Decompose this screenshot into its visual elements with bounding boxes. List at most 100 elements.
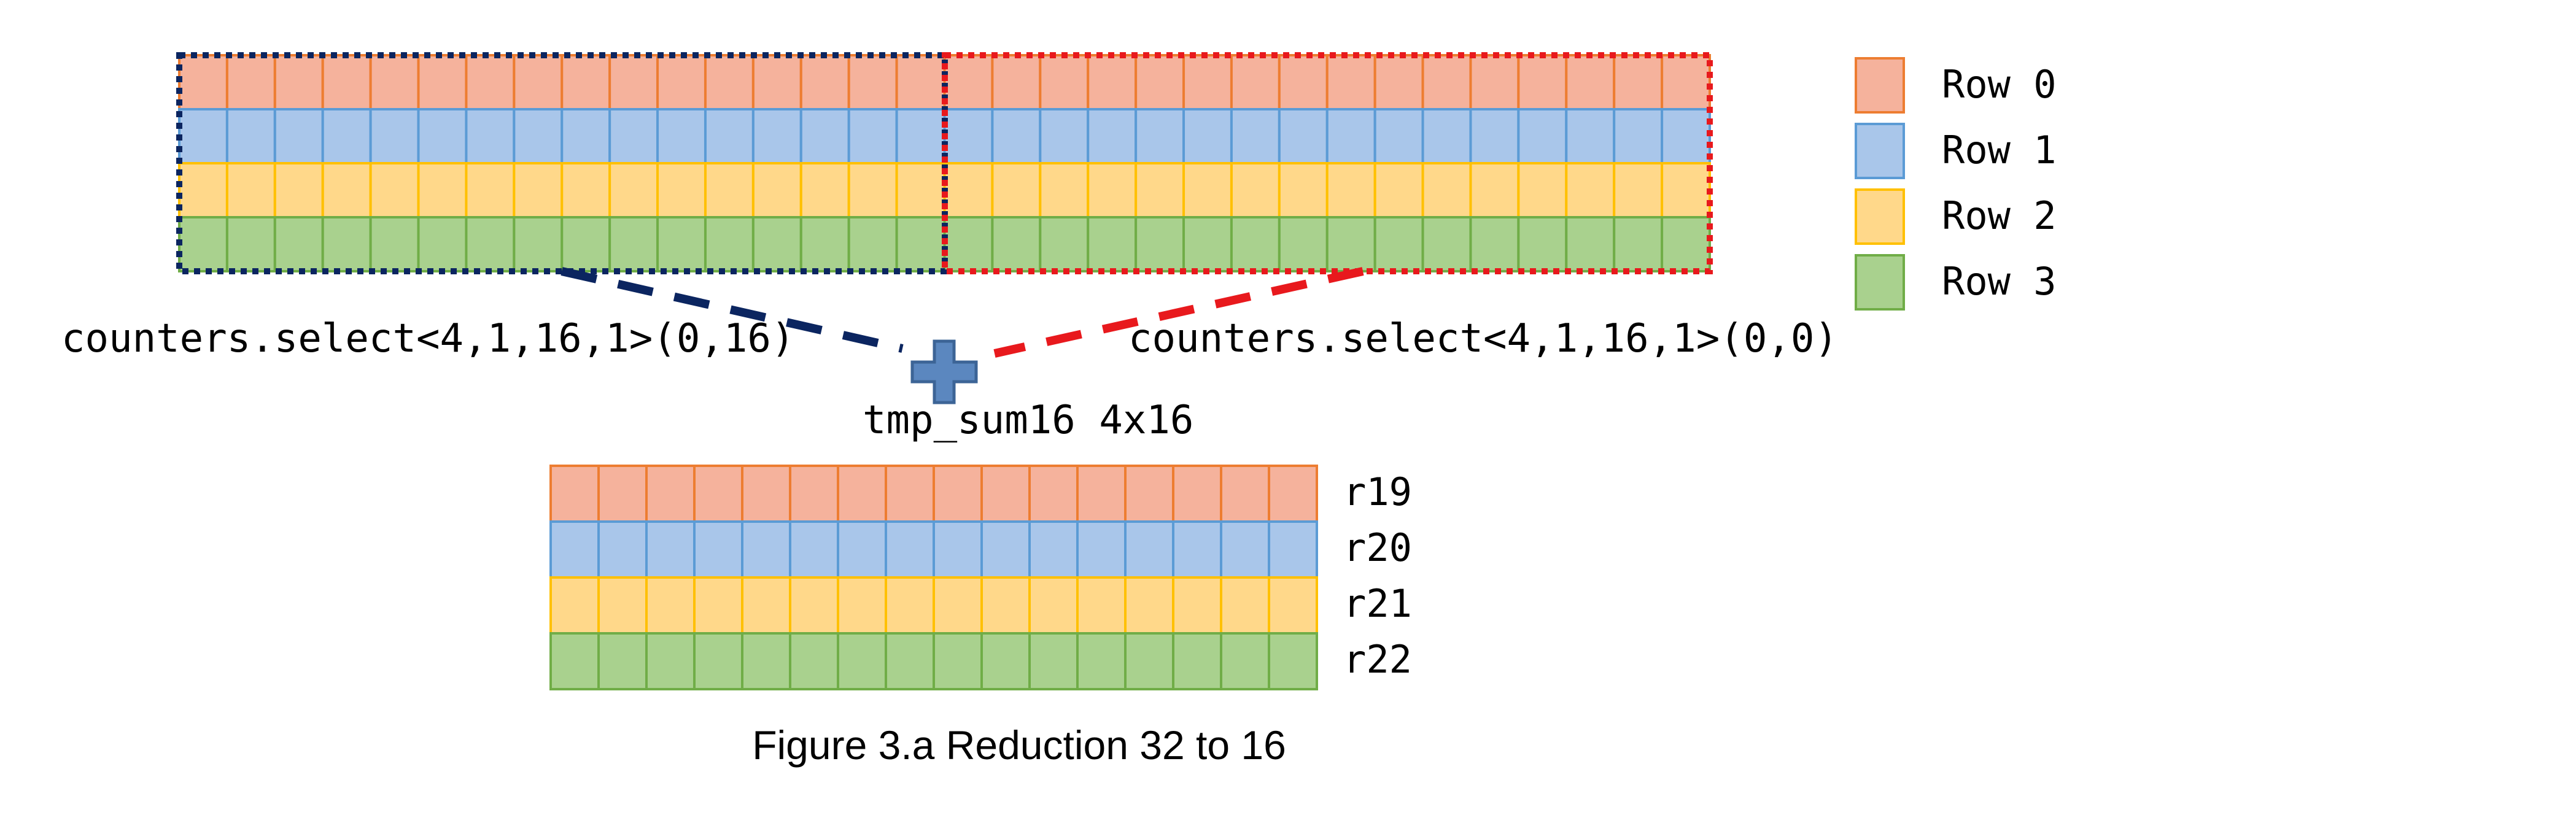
source-cell [656,162,707,218]
source-cell [704,108,755,164]
source-cell [991,162,1042,218]
result-cell [741,520,791,579]
source-cell [991,216,1042,272]
result-cell [1268,576,1318,635]
source-cell [751,216,802,272]
source-cell [465,54,516,110]
result-cell [1076,520,1127,579]
source-cell [465,108,516,164]
result-cell [1172,632,1222,690]
result-cell [549,520,600,579]
source-cell [1565,162,1616,218]
source-cell [1469,54,1520,110]
source-cell [895,162,946,218]
source-cell [1325,108,1376,164]
source-cell [1661,54,1711,110]
result-cell [1028,465,1079,523]
result-cell [693,632,743,690]
result-cell [980,576,1031,635]
source-cell [608,108,659,164]
result-cell [1028,520,1079,579]
source-cell [225,162,276,218]
result-cell [645,632,696,690]
source-cell [321,108,372,164]
result-cell [693,576,743,635]
source-cell [273,108,324,164]
result-cell [1076,632,1127,690]
source-cell [321,216,372,272]
legend-label: Row 3 [1942,259,2057,304]
source-cell [225,216,276,272]
register-label: r20 [1343,525,1412,570]
legend-swatch [1855,188,1905,245]
right-connector-line [993,267,1364,358]
source-cell [417,216,468,272]
source-cell [1421,162,1472,218]
result-cell [789,465,839,523]
source-cell [321,162,372,218]
result-label: tmp_sum16 4x16 [863,398,1193,443]
register-label: r19 [1343,469,1412,514]
source-cell [1230,108,1281,164]
result-cell [597,632,648,690]
result-cell [1220,465,1270,523]
source-cell [1613,54,1664,110]
source-cell [1182,108,1233,164]
source-cell [321,54,372,110]
source-cell [513,162,564,218]
result-cell [1172,576,1222,635]
source-cell [513,54,564,110]
source-cell [1661,216,1711,272]
source-cell [1039,216,1090,272]
source-cell [1613,162,1664,218]
source-cell [1278,162,1329,218]
result-cell [549,576,600,635]
source-cell [1421,54,1472,110]
source-cell [704,54,755,110]
source-cell [417,54,468,110]
source-cell [847,162,898,218]
source-cell [608,216,659,272]
source-cell [369,108,420,164]
source-cell [608,162,659,218]
result-cell [837,465,887,523]
result-cell [837,632,887,690]
source-cell [561,216,611,272]
result-cell [549,632,600,690]
source-cell [1039,54,1090,110]
source-cell [799,162,850,218]
register-label: r21 [1343,581,1412,626]
source-cell [656,108,707,164]
source-cell [847,216,898,272]
source-cell [751,108,802,164]
source-cell [225,54,276,110]
result-cell [789,632,839,690]
source-cell [1325,216,1376,272]
source-cell [1469,162,1520,218]
source-cell [847,108,898,164]
source-cell [799,108,850,164]
result-cell [1172,465,1222,523]
source-cell [465,216,516,272]
source-cell [369,162,420,218]
legend-label: Row 1 [1942,128,2057,172]
result-cell [885,576,935,635]
source-cell [1087,162,1138,218]
source-cell [1230,216,1281,272]
result-cell [837,576,887,635]
source-cell [1373,162,1424,218]
source-cell [991,54,1042,110]
result-cell [1028,632,1079,690]
source-cell [1373,216,1424,272]
source-cell [1039,108,1090,164]
result-cell [885,632,935,690]
result-cell [597,465,648,523]
source-cell [561,108,611,164]
source-cell [369,54,420,110]
result-cell [1076,576,1127,635]
source-cell [225,108,276,164]
result-cell [741,465,791,523]
result-cell [693,520,743,579]
source-cell [1421,216,1472,272]
